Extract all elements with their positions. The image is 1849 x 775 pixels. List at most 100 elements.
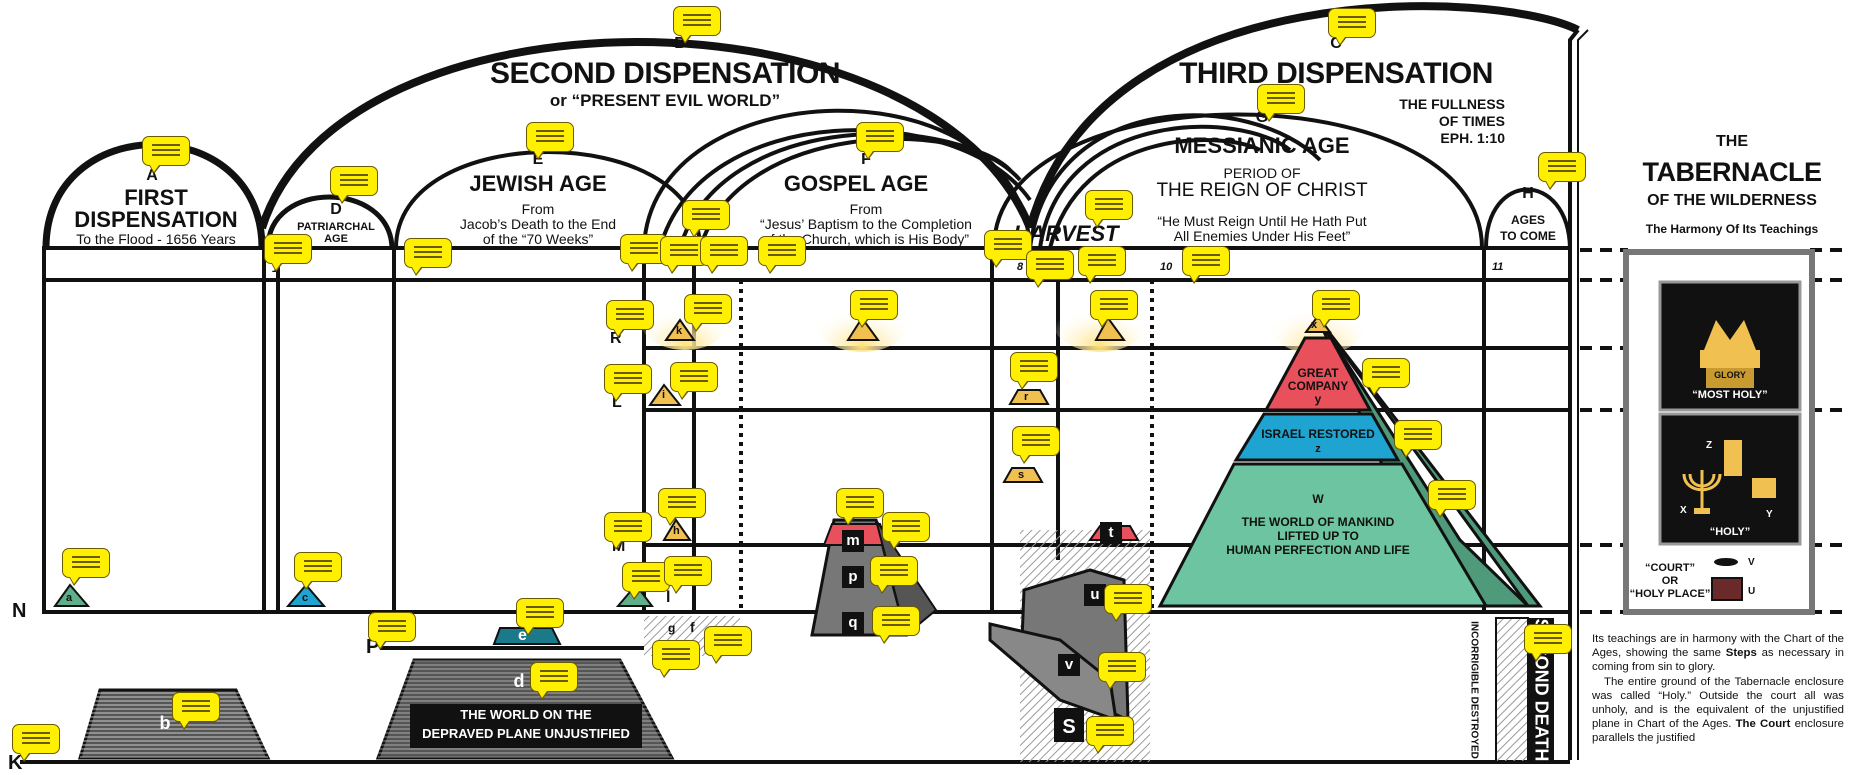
jewish-line2: Jacob’s Death to the End [459, 216, 617, 232]
annotation-bubble-c[interactable] [1328, 8, 1376, 46]
letter-a: A [146, 167, 158, 184]
annotation-bubble-gospel-1[interactable] [682, 200, 730, 238]
figure-h-label: h [673, 525, 680, 537]
jewish-line1: From [521, 201, 555, 217]
annotation-bubble-v[interactable] [1098, 652, 1146, 690]
annotation-bubble-b[interactable] [172, 692, 220, 730]
messianic-line4: All Enemies Under His Feet” [1173, 228, 1351, 244]
annotation-bubble-k[interactable] [12, 724, 60, 762]
fullness-line3: EPH. 1:10 [1440, 130, 1505, 146]
figure-e-label: e [518, 627, 527, 645]
annotation-bubble-harvest-4[interactable] [1078, 246, 1126, 284]
annotation-bubble-gospel-glow[interactable] [850, 290, 898, 328]
figure-g-label: g [668, 621, 676, 635]
tabernacle-subtitle: OF THE WILDERNESS [1647, 192, 1817, 209]
annotation-bubble-f[interactable] [856, 122, 904, 160]
first-dispensation-line2: DISPENSATION [74, 207, 238, 232]
row-number-10: 10 [1160, 261, 1173, 273]
tabernacle-holy: “HOLY” [1709, 526, 1751, 538]
annotation-bubble-p[interactable] [870, 556, 918, 594]
figure-b-label: b [159, 713, 171, 733]
annotation-bubble-harvest-3[interactable] [1026, 250, 1074, 288]
plane-label-n: N [12, 600, 27, 622]
annotation-bubble-e[interactable] [526, 122, 574, 160]
annotation-bubble-big-s[interactable] [1086, 716, 1134, 754]
annotation-bubble-e[interactable] [516, 598, 564, 636]
annotation-bubble-jewish-row[interactable] [404, 238, 452, 276]
annotation-bubble-h[interactable] [1538, 152, 1586, 190]
tabernacle-z: Z [1706, 440, 1713, 451]
ages-to-come-line1: AGES [1510, 213, 1546, 227]
annotation-bubble-i[interactable] [670, 362, 718, 400]
figure-x-label: x [1311, 319, 1318, 331]
annotation-bubble-gospel-m[interactable] [836, 488, 884, 526]
tabernacle-y: Y [1766, 509, 1773, 520]
annotation-bubble-a[interactable] [142, 136, 190, 174]
annotation-bubble-x[interactable] [1312, 290, 1360, 328]
annotation-bubble-r2[interactable] [1010, 352, 1058, 390]
annotation-bubble-g[interactable] [704, 626, 752, 664]
gospel-line1: From [849, 201, 883, 217]
annotation-bubble-u[interactable] [1104, 584, 1152, 622]
annotation-bubble-h2[interactable] [658, 488, 706, 526]
jewish-age-title: JEWISH AGE [469, 171, 607, 196]
annotation-bubble-b[interactable] [673, 6, 721, 44]
annotation-bubble-row1[interactable] [264, 234, 312, 272]
annotation-bubble-p-plane[interactable] [368, 612, 416, 650]
annotation-bubble-gospel-4[interactable] [700, 236, 748, 274]
row-number-8: 8 [1017, 261, 1024, 273]
row-number-11: 11 [1492, 261, 1504, 273]
court-line2: OR [1661, 575, 1679, 587]
third-dispensation-title: THIRD DISPENSATION [1179, 57, 1493, 90]
figure-k [664, 318, 696, 341]
annotation-bubble-w[interactable] [1428, 480, 1476, 518]
letter-h: H [1522, 185, 1534, 202]
annotation-bubble-gospel-m2[interactable] [882, 512, 930, 550]
annotation-bubble-y[interactable] [1362, 358, 1410, 396]
annotation-bubble-c2[interactable] [294, 552, 342, 590]
plane-label-l: L [612, 394, 622, 411]
second-dispensation-arc [258, 38, 1034, 230]
figure-c-label: c [302, 592, 309, 604]
annotation-bubble-z[interactable] [1394, 420, 1442, 458]
figure-q-box: q [842, 612, 864, 634]
figure-big-s-box: S [1054, 712, 1084, 742]
annotation-bubble-n-right[interactable] [622, 562, 670, 600]
figure-f-label: f [690, 619, 695, 635]
court-line3: “HOLY PLACE” [1629, 588, 1711, 600]
figure-p-box: p [842, 566, 864, 588]
annotation-bubble-d[interactable] [530, 662, 578, 700]
annotation-bubble-d[interactable] [330, 166, 378, 204]
annotation-bubble-k[interactable] [684, 294, 732, 332]
annotation-bubble-harvest-2[interactable] [984, 230, 1032, 268]
annotation-bubble-row10[interactable] [1182, 246, 1230, 284]
annotation-bubble-l[interactable] [604, 364, 652, 402]
annotation-bubble-f[interactable] [652, 640, 700, 678]
annotation-bubble-gospel-5[interactable] [758, 236, 806, 274]
figure-k-label: k [676, 325, 683, 337]
israel-restored-line2: z [1315, 443, 1321, 455]
figure-t-box: t [1100, 522, 1122, 544]
annotation-bubble-q[interactable] [872, 606, 920, 644]
figure-r [1008, 389, 1050, 405]
messianic-line2: THE REIGN OF CHRIST [1156, 180, 1368, 201]
second-dispensation-subtitle: or “PRESENT EVIL WORLD” [549, 91, 781, 110]
great-company-line3: y [1314, 392, 1322, 406]
plane-label-k: K [8, 752, 23, 774]
annotation-bubble-g[interactable] [1257, 84, 1305, 122]
annotation-bubble-harvest-glow[interactable] [1090, 290, 1138, 328]
annotation-bubble-l2[interactable] [664, 556, 712, 594]
annotation-bubble-a2[interactable] [62, 548, 110, 586]
figure-d-label: d [513, 671, 525, 691]
annotation-bubble-m[interactable] [604, 512, 652, 550]
annotation-bubble-s[interactable] [1012, 426, 1060, 464]
annotation-bubble-harvest-1[interactable] [1085, 190, 1133, 228]
figure-i [648, 383, 683, 406]
third-dispensation-arc [1026, 2, 1580, 230]
annotation-bubble-second-death[interactable] [1524, 624, 1572, 662]
annotation-bubble-r[interactable] [606, 300, 654, 338]
tabernacle-description: Its teachings are in harmony with the Ch… [1592, 633, 1844, 745]
tabernacle-v: V [1748, 557, 1755, 568]
